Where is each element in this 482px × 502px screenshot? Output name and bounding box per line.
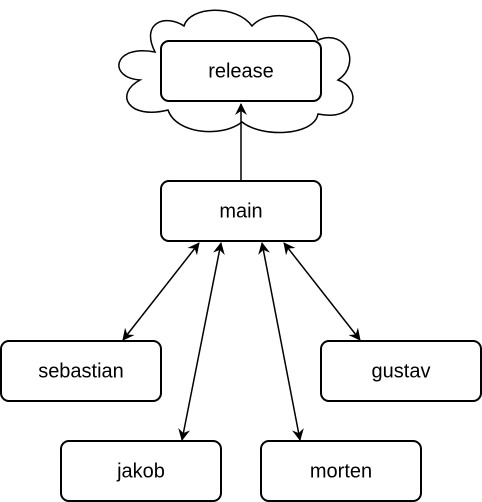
node-jakob-label: jakob: [116, 460, 165, 482]
node-morten: morten: [260, 440, 422, 502]
edge-main-jakob: [178, 242, 225, 441]
node-release-label: release: [208, 60, 274, 82]
node-jakob-box: [60, 440, 222, 502]
node-release: release: [160, 40, 322, 102]
node-gustav-box: [320, 340, 482, 402]
node-sebastian: sebastian: [0, 340, 162, 402]
edges: [122, 103, 361, 441]
node-main: main: [160, 180, 322, 242]
node-morten-label: morten: [310, 460, 372, 482]
node-release-box: [160, 40, 322, 102]
edge-main-morten: [258, 242, 304, 441]
node-sebastian-label: sebastian: [38, 360, 124, 382]
node-gustav: gustav: [320, 340, 482, 402]
node-jakob: jakob: [60, 440, 222, 502]
edge-main-sebastian: [122, 242, 200, 341]
node-sebastian-box: [0, 340, 162, 402]
node-morten-box: [260, 440, 422, 502]
node-gustav-label: gustav: [372, 360, 431, 382]
node-main-label: main: [219, 200, 262, 222]
node-main-box: [160, 180, 322, 242]
edge-main-gustav: [283, 242, 361, 341]
